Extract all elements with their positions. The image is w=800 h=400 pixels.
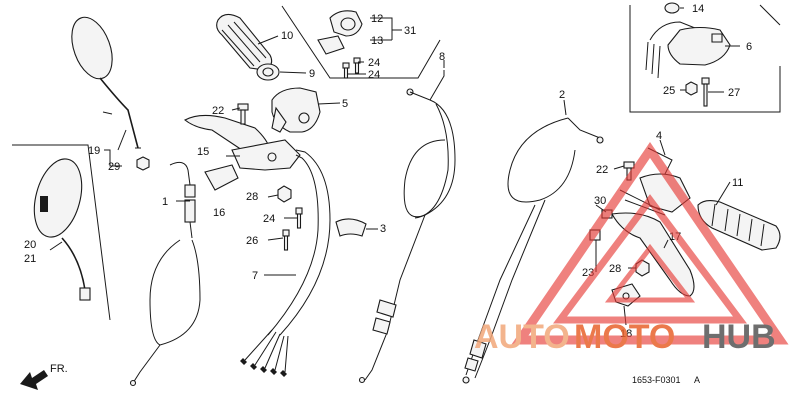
watermark-text-moto: MOTO <box>574 318 675 356</box>
switch-12 <box>329 10 363 37</box>
callout-7: 7 <box>252 270 258 282</box>
screw-26 <box>282 229 290 251</box>
callout-26: 26 <box>246 235 258 247</box>
callout-28-right: 28 <box>609 263 621 275</box>
cable-1 <box>129 161 201 387</box>
callout-15: 15 <box>197 146 209 158</box>
callout-22-right: 22 <box>596 164 608 176</box>
screws-24-top <box>342 57 361 79</box>
watermark-text-hub: HUB <box>702 318 776 356</box>
diagram-variant-text: A <box>694 375 700 385</box>
callout-27: 27 <box>728 87 740 99</box>
cable-8 <box>358 70 456 384</box>
cap-14 <box>664 2 680 14</box>
screw-27 <box>701 77 710 107</box>
callout-28-left: 28 <box>246 191 258 203</box>
callout-22-left: 22 <box>212 105 224 117</box>
callout-16: 16 <box>213 207 225 219</box>
callout-21: 21 <box>24 253 36 265</box>
screw-25 <box>685 81 698 96</box>
switch-6 <box>645 21 731 79</box>
front-label: FR. <box>50 363 68 375</box>
callout-4: 4 <box>656 130 662 142</box>
callout-13: 13 <box>371 35 383 47</box>
callout-5: 5 <box>342 98 348 110</box>
callout-1: 1 <box>162 196 168 208</box>
watermark-text-auto: AUTO <box>474 318 570 356</box>
nut-28-left <box>277 185 292 203</box>
clamp-3 <box>335 218 367 237</box>
front-direction-arrow: FR. <box>20 363 68 390</box>
callout-9: 9 <box>309 68 315 80</box>
callout-20: 20 <box>24 239 36 251</box>
wire-harness-7 <box>240 149 331 377</box>
mirror-lower <box>33 158 91 301</box>
callout-24-top-b: 24 <box>368 69 380 81</box>
callout-numbers: 1 2 3 4 5 6 7 8 9 10 11 12 13 14 15 16 1… <box>24 3 752 340</box>
watermark-triangle-icon <box>511 142 789 345</box>
mirror-upper <box>71 16 141 149</box>
callout-2: 2 <box>559 89 565 101</box>
switch-housing-5 <box>271 87 321 133</box>
callout-11: 11 <box>732 177 743 189</box>
group-box-right <box>629 4 781 113</box>
nut-29 <box>136 156 150 171</box>
bolt-22-left <box>237 103 249 125</box>
callout-6: 6 <box>746 41 752 53</box>
callout-30: 30 <box>594 195 606 207</box>
callout-24-top-a: 24 <box>368 57 380 69</box>
callout-14: 14 <box>692 3 704 15</box>
callout-19: 19 <box>88 145 100 157</box>
screw-24-mid <box>295 207 303 229</box>
callout-24-mid: 24 <box>263 213 275 225</box>
diagram-code-text: 1653-F0301 <box>632 375 681 385</box>
lever-bracket <box>231 139 301 171</box>
callout-31: 31 <box>404 25 416 37</box>
collar-9 <box>256 63 280 81</box>
cable-2 <box>462 117 604 384</box>
callout-3: 3 <box>380 223 386 235</box>
diagram-code: 1653-F0301 A <box>632 375 700 385</box>
group-box-switch <box>281 5 441 79</box>
switch-13 <box>317 35 345 55</box>
callout-29: 29 <box>108 161 120 173</box>
callout-10: 10 <box>281 30 293 42</box>
group-box-left <box>12 144 111 321</box>
switch-16 <box>204 164 239 191</box>
callout-12: 12 <box>371 13 383 25</box>
watermark-logo: AUTO MOTO HUB <box>474 142 789 356</box>
callout-8: 8 <box>439 51 445 63</box>
callout-25: 25 <box>663 85 675 97</box>
